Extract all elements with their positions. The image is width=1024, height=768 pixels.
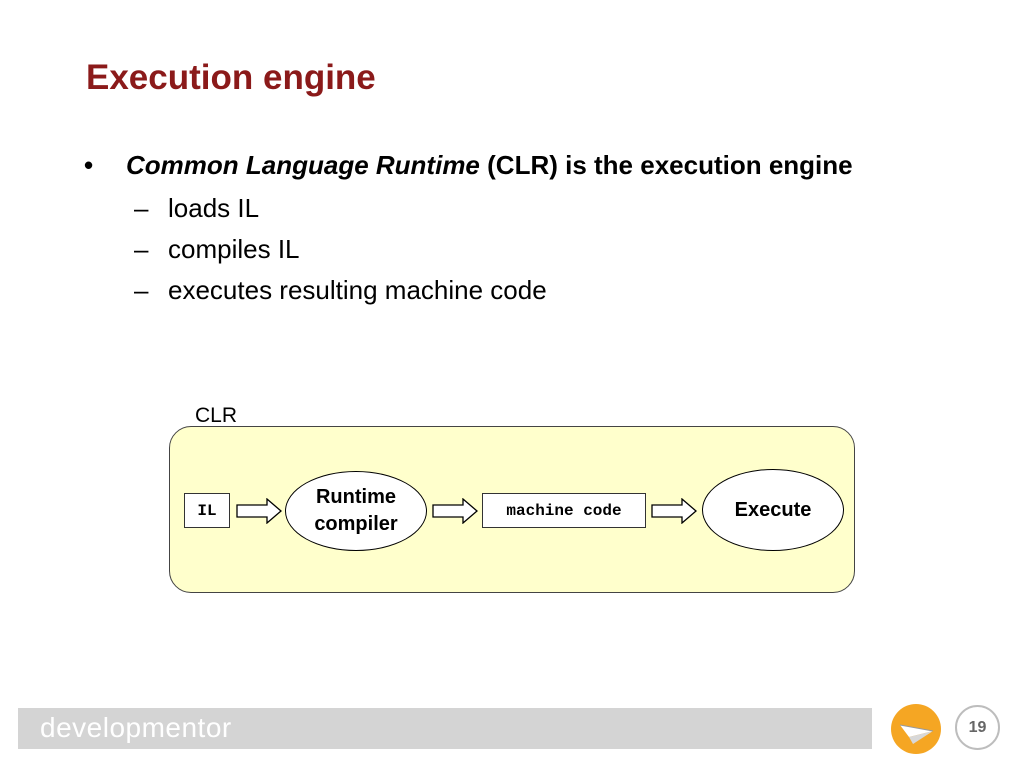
main-bullet: • Common Language Runtime (CLR) is the ex… — [84, 150, 853, 181]
bullet-marker: • — [84, 150, 94, 180]
slide-title: Execution engine — [86, 58, 376, 97]
sub-item-text: loads IL — [168, 193, 260, 223]
paper-plane-icon — [899, 724, 934, 744]
sub-item-dash: – — [134, 234, 149, 264]
il-box: IL — [184, 493, 230, 528]
bullet-text: (CLR) is the execution engine — [479, 150, 853, 180]
footer-bar: developmentor — [18, 708, 872, 749]
bullet-emphasis: Common Language Runtime — [126, 150, 480, 180]
machine-code-box: machine code — [482, 493, 646, 528]
runtime-compiler-node: Runtime compiler — [285, 471, 427, 551]
execute-node: Execute — [702, 469, 844, 551]
clr-container-label: CLR — [195, 404, 238, 427]
arrow-compiler-to-code — [432, 498, 478, 524]
sub-item-dash: – — [134, 275, 149, 305]
execute-label: Execute — [734, 498, 812, 521]
sub-item-loads: –loads IL — [134, 193, 259, 224]
arrow-il-to-compiler — [236, 498, 282, 524]
arrow-code-to-execute — [651, 498, 697, 524]
compiler-label-line2: compiler — [314, 513, 398, 535]
sub-item-text: executes resulting machine code — [168, 275, 547, 305]
compiler-label-line1: Runtime — [315, 486, 396, 508]
sub-item-compiles: –compiles IL — [134, 234, 300, 265]
footer-brand: developmentor — [40, 712, 232, 743]
sub-item-executes: –executes resulting machine code — [134, 275, 547, 306]
sub-item-text: compiles IL — [168, 234, 300, 264]
logo — [891, 704, 941, 754]
page-number: 19 — [955, 705, 1000, 750]
sub-item-dash: – — [134, 193, 149, 223]
